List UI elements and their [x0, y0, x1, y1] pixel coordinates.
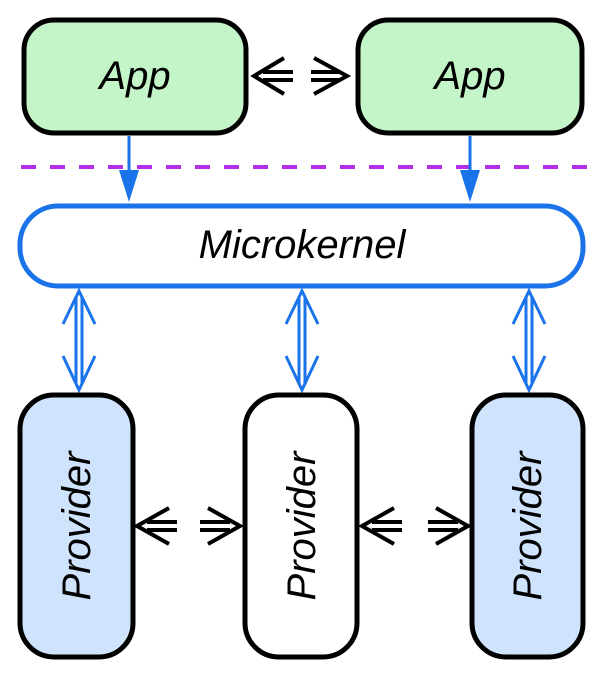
app-label-2: App: [432, 54, 505, 98]
right-arrowhead-icon: [313, 56, 352, 96]
provider-label-2: Provider: [280, 450, 324, 601]
app1-to-kernel-arrow: [119, 136, 139, 202]
up-arrowhead-icon: [61, 287, 97, 325]
down-arrowhead-icon: [511, 355, 547, 394]
provider-label-3: Provider: [506, 450, 550, 601]
app2-to-kernel-arrow: [460, 136, 480, 202]
left-arrowhead-icon: [357, 506, 395, 546]
right-arrowhead-icon: [435, 506, 473, 546]
microkernel-shape: [17, 203, 586, 289]
provider-label-1: Provider: [55, 450, 99, 601]
right-arrowhead-icon: [207, 506, 245, 546]
down-arrowhead-icon: [460, 170, 480, 202]
down-arrowhead-icon: [61, 355, 97, 394]
app-label-1: App: [97, 54, 170, 98]
left-arrowhead-icon: [132, 506, 170, 546]
down-arrowhead-icon: [284, 355, 320, 394]
down-arrowhead-icon: [119, 170, 139, 202]
provider-provider-arrows: [132, 506, 473, 546]
provider-provider-arrow-2: [357, 506, 473, 546]
left-arrowhead-icon: [250, 56, 286, 96]
microkernel-box[interactable]: Microkernel: [17, 203, 586, 289]
app-box-2[interactable]: App: [355, 17, 585, 136]
microkernel-label: Microkernel: [199, 223, 407, 267]
provider-provider-arrow-1: [132, 506, 245, 546]
kernel-provider-arrow-2: [284, 287, 320, 394]
kernel-provider-arrow-1: [61, 287, 97, 394]
provider-box-2-shape: [242, 392, 360, 660]
kernel-provider-arrow-3: [511, 287, 547, 394]
provider-box-2[interactable]: Provider: [242, 392, 360, 660]
provider-box-3[interactable]: Provider: [469, 392, 586, 660]
up-arrowhead-icon: [511, 287, 547, 325]
app-box-1-shape: [21, 17, 249, 136]
provider-box-1[interactable]: Provider: [17, 392, 136, 660]
kernel-provider-arrows: [61, 287, 547, 394]
app-box-1[interactable]: App: [21, 17, 249, 136]
app-app-bidirectional-arrow: [250, 56, 352, 96]
up-arrowhead-icon: [284, 287, 320, 325]
app-box-2-shape: [355, 17, 585, 136]
